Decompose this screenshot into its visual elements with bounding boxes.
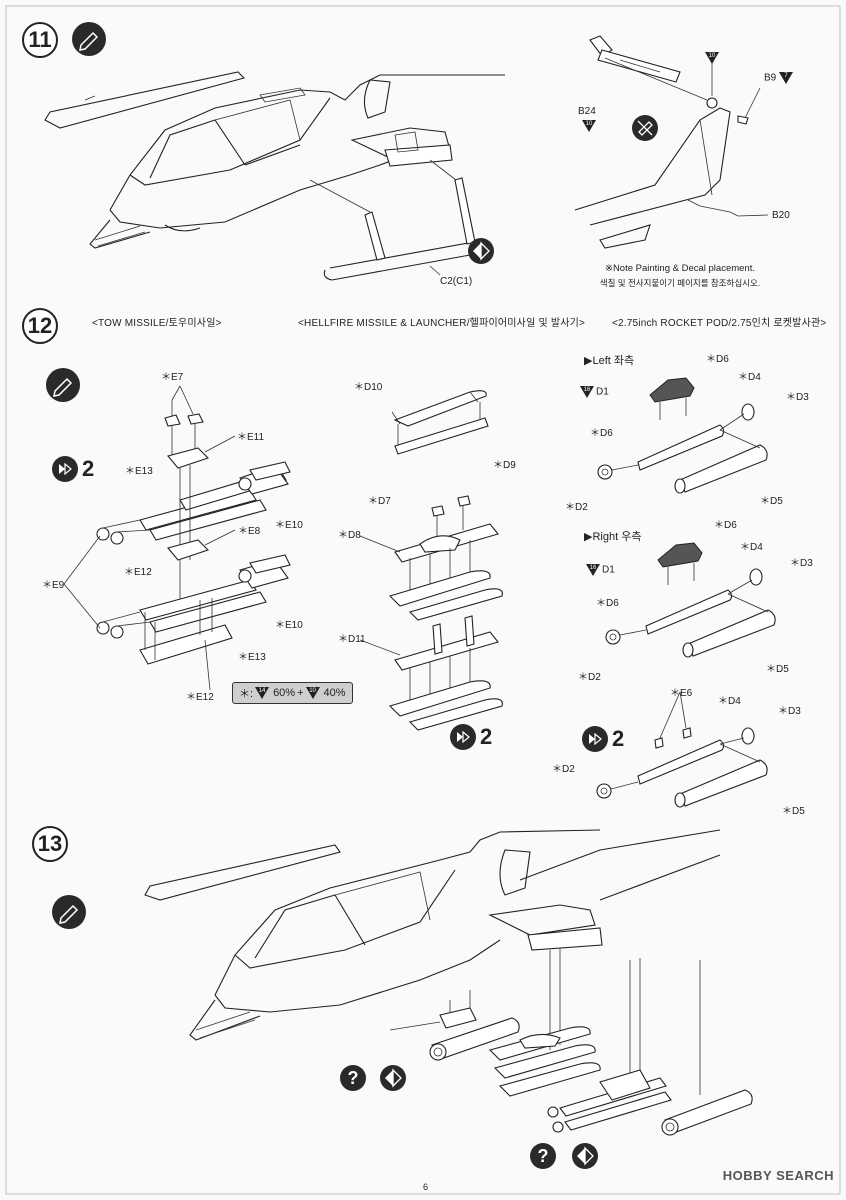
label-left-d2: ＊D2 (565, 502, 588, 513)
tow-multiplier: 2 (52, 456, 94, 482)
label-right-d6a: ＊D6 (714, 520, 737, 531)
label-left-d6b: ＊D6 (590, 428, 613, 439)
step-number-11: 11 (22, 22, 58, 58)
step-number-12: 12 (22, 308, 58, 344)
question-icon: ? (340, 1065, 366, 1091)
pencil-icon (46, 368, 80, 402)
label-right-d6b: ＊D6 (596, 598, 619, 609)
label-e13-lower: ＊E13 (238, 652, 266, 663)
label-e10-upper: ＊E10 (275, 520, 303, 531)
label-left-d4: ＊D4 (738, 372, 761, 383)
step11-helicopter-nose (44, 71, 505, 281)
label-d11: ＊D11 (338, 634, 366, 645)
repeat-icon (52, 456, 78, 482)
label-b24-code: 10 (582, 120, 598, 132)
label-b9: B9 7 (764, 72, 795, 84)
label-extra-d4: ＊D4 (718, 696, 741, 707)
repeat-icon (450, 724, 476, 750)
label-extra-d2: ＊D2 (552, 764, 575, 775)
label-d10: ＊D10 (354, 382, 383, 393)
right-pod-title: ▶Right 우측 (584, 531, 642, 543)
pencil-icon (52, 895, 86, 929)
label-e10-lower: ＊E10 (275, 620, 303, 631)
paint-mix-box: ＊: 14 60% + 10 40% (232, 682, 353, 704)
step-number-13: 13 (32, 826, 68, 862)
rocket-pod-multiplier: 2 (582, 726, 624, 752)
label-extra-e6: ＊E6 (670, 688, 693, 699)
label-right-d3: ＊D3 (790, 558, 813, 569)
flip-side-icon (380, 1065, 406, 1091)
label-d7: ＊D7 (368, 496, 391, 507)
flip-side-icon (468, 238, 494, 264)
label-e13-upper: ＊E13 (125, 466, 153, 477)
label-e12-lower: ＊E12 (186, 692, 214, 703)
label-e9: ＊E9 (42, 580, 65, 591)
label-d8: ＊D8 (338, 530, 361, 541)
rocket-section-title: <2.75inch ROCKET POD/2.75인치 로켓발사관> (612, 318, 827, 329)
label-d9: ＊D9 (493, 460, 516, 471)
label-left-d6a: ＊D6 (706, 354, 729, 365)
watermark: HOBBY SEARCH (722, 1168, 834, 1183)
label-top-code: 10 (705, 52, 721, 64)
rocket-pod-right (605, 542, 776, 658)
decal-note: ※Note Painting & Decal placement. 색칠 및 전… (599, 263, 761, 288)
tow-section-title: <TOW MISSILE/토우미사일> (92, 318, 222, 329)
flip-side-icon (572, 1143, 598, 1169)
label-extra-d5: ＊D5 (782, 806, 805, 817)
label-left-d5: ＊D5 (760, 496, 783, 507)
question-icon: ? (530, 1143, 556, 1169)
label-left-d3: ＊D3 (786, 392, 809, 403)
label-e7: ＊E7 (161, 372, 184, 383)
label-e8: ＊E8 (238, 526, 261, 537)
label-b24: B24 (578, 106, 596, 117)
label-b20: B20 (772, 210, 790, 221)
rocket-pod-extra (596, 691, 768, 808)
step13-helicopter (144, 829, 753, 1136)
label-right-d4: ＊D4 (740, 542, 763, 553)
step11-tail-assembly (574, 35, 769, 249)
label-c2: C2(C1) (440, 276, 473, 287)
label-right-d5: ＊D5 (766, 664, 789, 675)
repeat-icon (582, 726, 608, 752)
hellfire-multiplier: 2 (450, 724, 492, 750)
left-pod-title: ▶Left 좌측 (584, 355, 635, 367)
rocket-pod-left (597, 377, 768, 494)
pencil-icon (72, 22, 106, 56)
label-extra-d3: ＊D3 (778, 706, 801, 717)
hellfire-section-title: <HELLFIRE MISSILE & LAUNCHER/헬파이어미사일 및 발… (298, 318, 586, 329)
tow-missile-assembly (63, 385, 291, 691)
page-number: 6 (423, 1182, 429, 1192)
no-glue-icon (632, 115, 658, 141)
hellfire-launcher-assembly (359, 390, 503, 731)
label-e12-upper: ＊E12 (124, 567, 152, 578)
label-right-d2: ＊D2 (578, 672, 601, 683)
label-e11: ＊E11 (237, 432, 265, 443)
